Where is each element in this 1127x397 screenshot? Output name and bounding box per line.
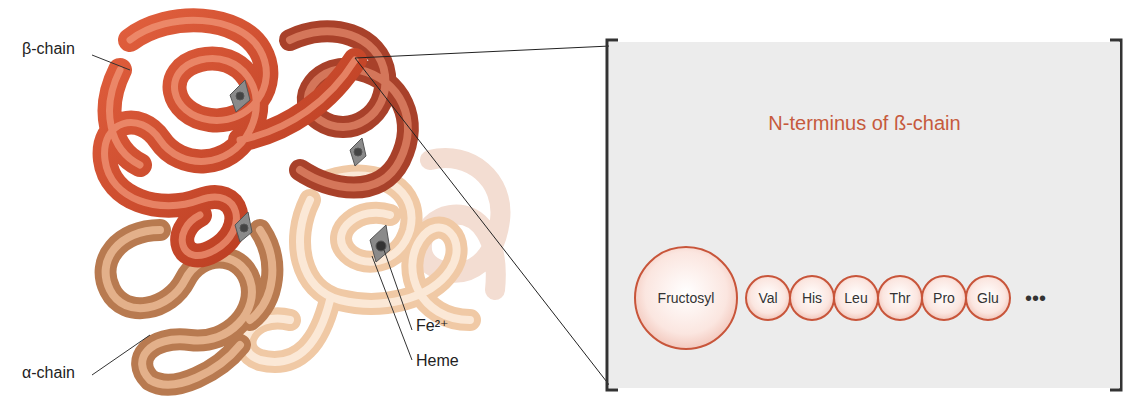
part-label: Heme — [416, 352, 459, 370]
chain-label: α-chain — [22, 364, 75, 382]
amino-acid-circle: Glu — [965, 275, 1011, 321]
chain-label: β-chain — [22, 40, 75, 58]
panel-bracket — [607, 40, 1121, 390]
ion-label: Fe²⁺ — [416, 316, 448, 335]
beta-chain — [105, 20, 355, 255]
leader-line — [92, 55, 412, 375]
amino-acid-circle: His — [789, 275, 835, 321]
circle-label: His — [802, 290, 822, 306]
circle-label: Glu — [977, 290, 999, 306]
amino-acid-circle: Thr — [877, 275, 923, 321]
circle-label: Fructosyl — [658, 290, 715, 306]
zoom-line — [355, 46, 610, 386]
amino-acid-circle: Val — [745, 275, 791, 321]
circle-label: Pro — [933, 290, 955, 306]
panel-title: N-terminus of ß-chain — [609, 112, 1120, 135]
heme-group — [230, 80, 390, 262]
amino-acid-circle: Pro — [921, 275, 967, 321]
amino-acid-circle: Leu — [833, 275, 879, 321]
circle-label: Thr — [890, 290, 911, 306]
circle-label: Val — [758, 290, 777, 306]
continuation-dots: ••• — [1025, 287, 1046, 310]
zoom-panel: N-terminus of ß-chainFructosyl Val His Leu T… — [609, 42, 1120, 388]
circle-label: Leu — [844, 290, 867, 306]
sugar-circle: Fructosyl — [634, 246, 738, 350]
